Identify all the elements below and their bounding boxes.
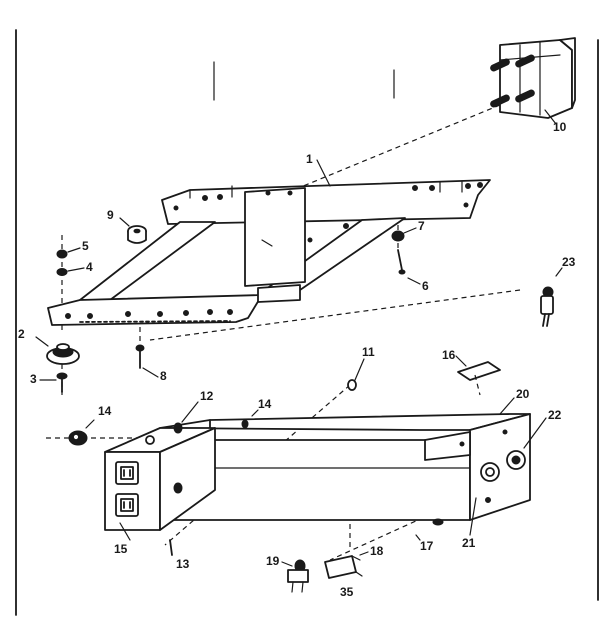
terminal-block-part-10 [490, 37, 576, 119]
grommet-part-2 [46, 343, 80, 365]
callout-7: 7 [418, 219, 425, 233]
callout-19: 19 [266, 554, 280, 568]
receptacle-part-15 [115, 461, 139, 517]
callout-1: 1 [306, 152, 313, 166]
callout-18: 18 [370, 544, 384, 558]
callout-11: 11 [362, 345, 375, 359]
callout-35: 35 [340, 585, 354, 599]
label-plate-part-16 [457, 361, 501, 381]
callout-2: 2 [18, 327, 25, 341]
switch-part-18 [324, 555, 363, 579]
fastener-part-7 [391, 230, 405, 242]
callout-22: 22 [548, 408, 562, 422]
callout-8: 8 [160, 369, 167, 383]
callout-12: 12 [200, 389, 214, 403]
screw-part-14 [241, 419, 249, 429]
callout-14-upper: 14 [258, 397, 272, 411]
callout-17: 17 [420, 539, 434, 553]
clip-part-11 [347, 379, 357, 391]
callout-13: 13 [176, 557, 190, 571]
bushing-part-9 [127, 225, 147, 244]
callout-3: 3 [30, 372, 37, 386]
callout-9: 9 [107, 208, 114, 222]
indicator-lamp-part-19 [287, 559, 309, 593]
alignment-line [164, 384, 351, 546]
callout-20: 20 [516, 387, 530, 401]
screw-part-6 [397, 249, 406, 275]
callout-15: 15 [114, 542, 128, 556]
screw-part-3 [56, 372, 68, 393]
nut-part-5 [56, 249, 68, 259]
callout-16: 16 [442, 348, 456, 362]
electrical-box-part-20 [159, 413, 531, 521]
bolt-part-8 [135, 344, 145, 369]
cord-grip-part-14 [68, 430, 88, 446]
callout-4: 4 [86, 260, 93, 274]
cord-plug-part-23 [540, 286, 554, 327]
screw-part-17 [432, 518, 444, 526]
callout-5: 5 [82, 239, 89, 253]
frame-bracket-part-1 [47, 179, 491, 326]
screw-part-13 [169, 539, 173, 556]
callout-21: 21 [462, 536, 476, 550]
washer-part-4 [56, 268, 68, 276]
callout-10: 10 [553, 120, 567, 134]
callout-6: 6 [422, 279, 429, 293]
callout-23: 23 [562, 255, 576, 269]
callout-14-left: 14 [98, 404, 112, 418]
